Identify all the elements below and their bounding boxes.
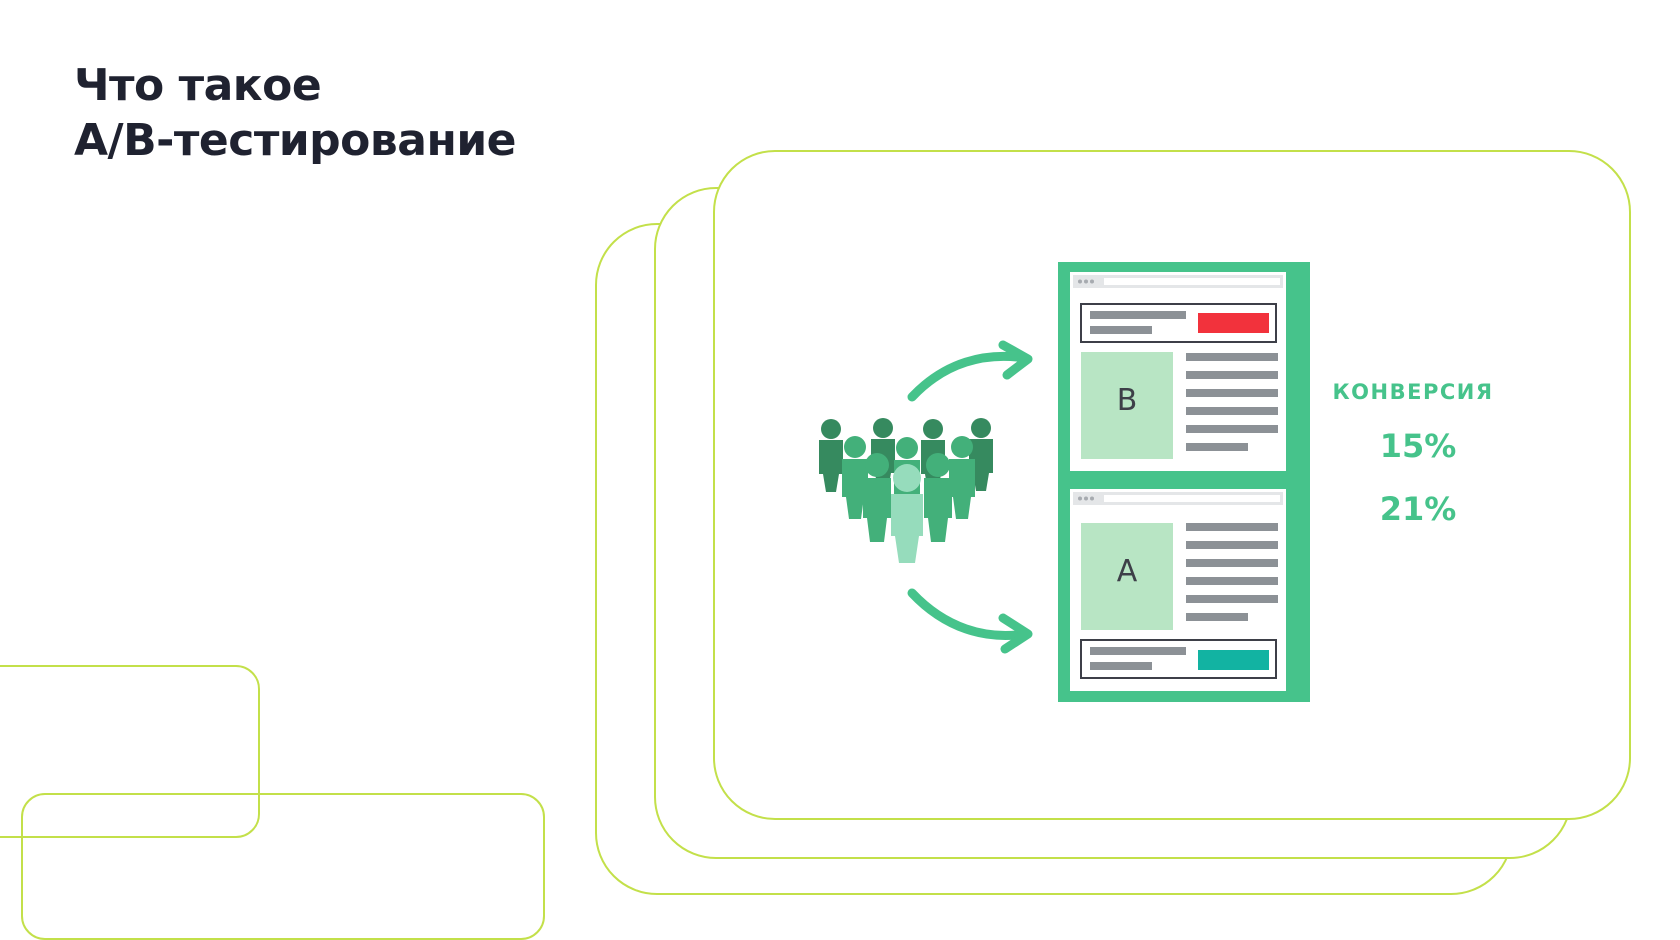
person-icon (819, 419, 843, 492)
person-icon (891, 464, 923, 563)
conversion-label: КОНВЕРСИЯ (1332, 380, 1494, 404)
variant-b-page (1070, 272, 1286, 471)
title-line-2: А/В-тестирование (74, 115, 517, 166)
page-title: Что такое А/В-тестирование (74, 58, 517, 168)
person-icon (863, 453, 891, 542)
people-group-icon (819, 418, 993, 563)
person-icon (924, 453, 952, 542)
variant-b-label: B (1116, 383, 1138, 418)
conversion-value-b: 15% (1379, 427, 1457, 465)
variant-a-label: A (1116, 554, 1138, 589)
decor-outline-rect-upper (0, 665, 260, 838)
variant-a-page (1070, 489, 1286, 691)
title-line-1: Что такое (74, 60, 322, 111)
image-block-a (1081, 523, 1173, 630)
arrow-down-right-icon (907, 588, 1033, 654)
cta-button-a (1198, 650, 1269, 670)
conversion-value-a: 21% (1379, 490, 1457, 528)
arrow-up-right-icon (907, 340, 1033, 402)
person-icon (949, 436, 975, 519)
image-block-b (1081, 352, 1173, 459)
cta-button-b (1198, 313, 1269, 333)
person-icon (842, 436, 868, 519)
